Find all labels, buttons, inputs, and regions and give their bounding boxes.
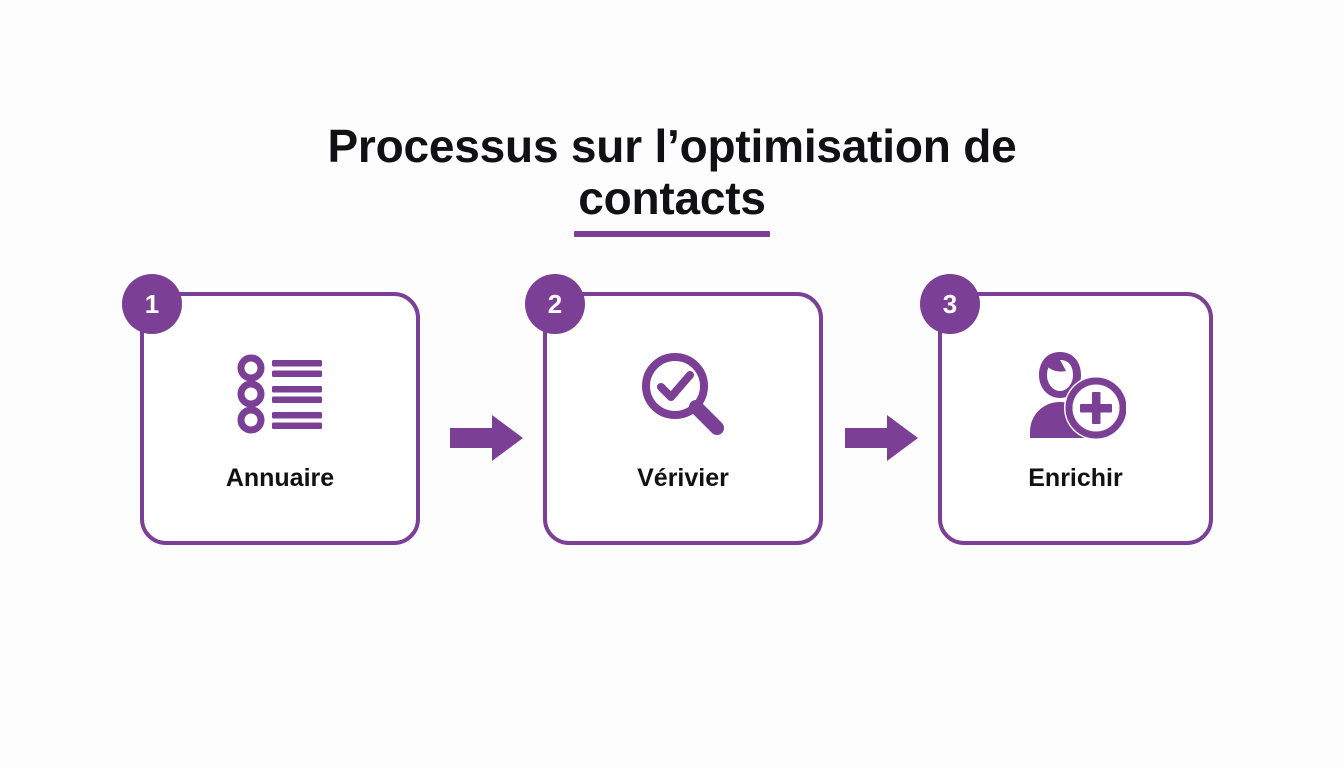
step-card-1[interactable]: 1 xyxy=(122,274,420,545)
list-bullets-icon xyxy=(144,342,416,446)
step-number-badge-1: 1 xyxy=(122,274,182,334)
arrow-step2-to-step3 xyxy=(845,415,918,461)
step-number-badge-2: 2 xyxy=(525,274,585,334)
add-user-icon xyxy=(942,342,1209,446)
step-number-badge-3: 3 xyxy=(920,274,980,334)
title-underlined-word: contacts xyxy=(574,172,770,237)
page-title: Processus sur l’optimisation de contacts xyxy=(0,120,1344,237)
magnifier-check-icon xyxy=(547,342,819,446)
step-label-2: Vérivier xyxy=(637,464,729,492)
title-line-1: Processus sur l’optimisation de xyxy=(327,120,1017,172)
step-card-3[interactable]: 3 Enrichir xyxy=(920,274,1213,545)
arrow-step1-to-step2 xyxy=(450,415,523,461)
title-line-2: contacts xyxy=(0,172,1344,237)
step-label-3: Enrichir xyxy=(1028,464,1123,492)
process-steps-row: 1 xyxy=(122,274,1213,545)
step-label-1: Annuaire xyxy=(225,464,335,492)
step-card-2[interactable]: 2 Vérivier xyxy=(525,274,823,545)
